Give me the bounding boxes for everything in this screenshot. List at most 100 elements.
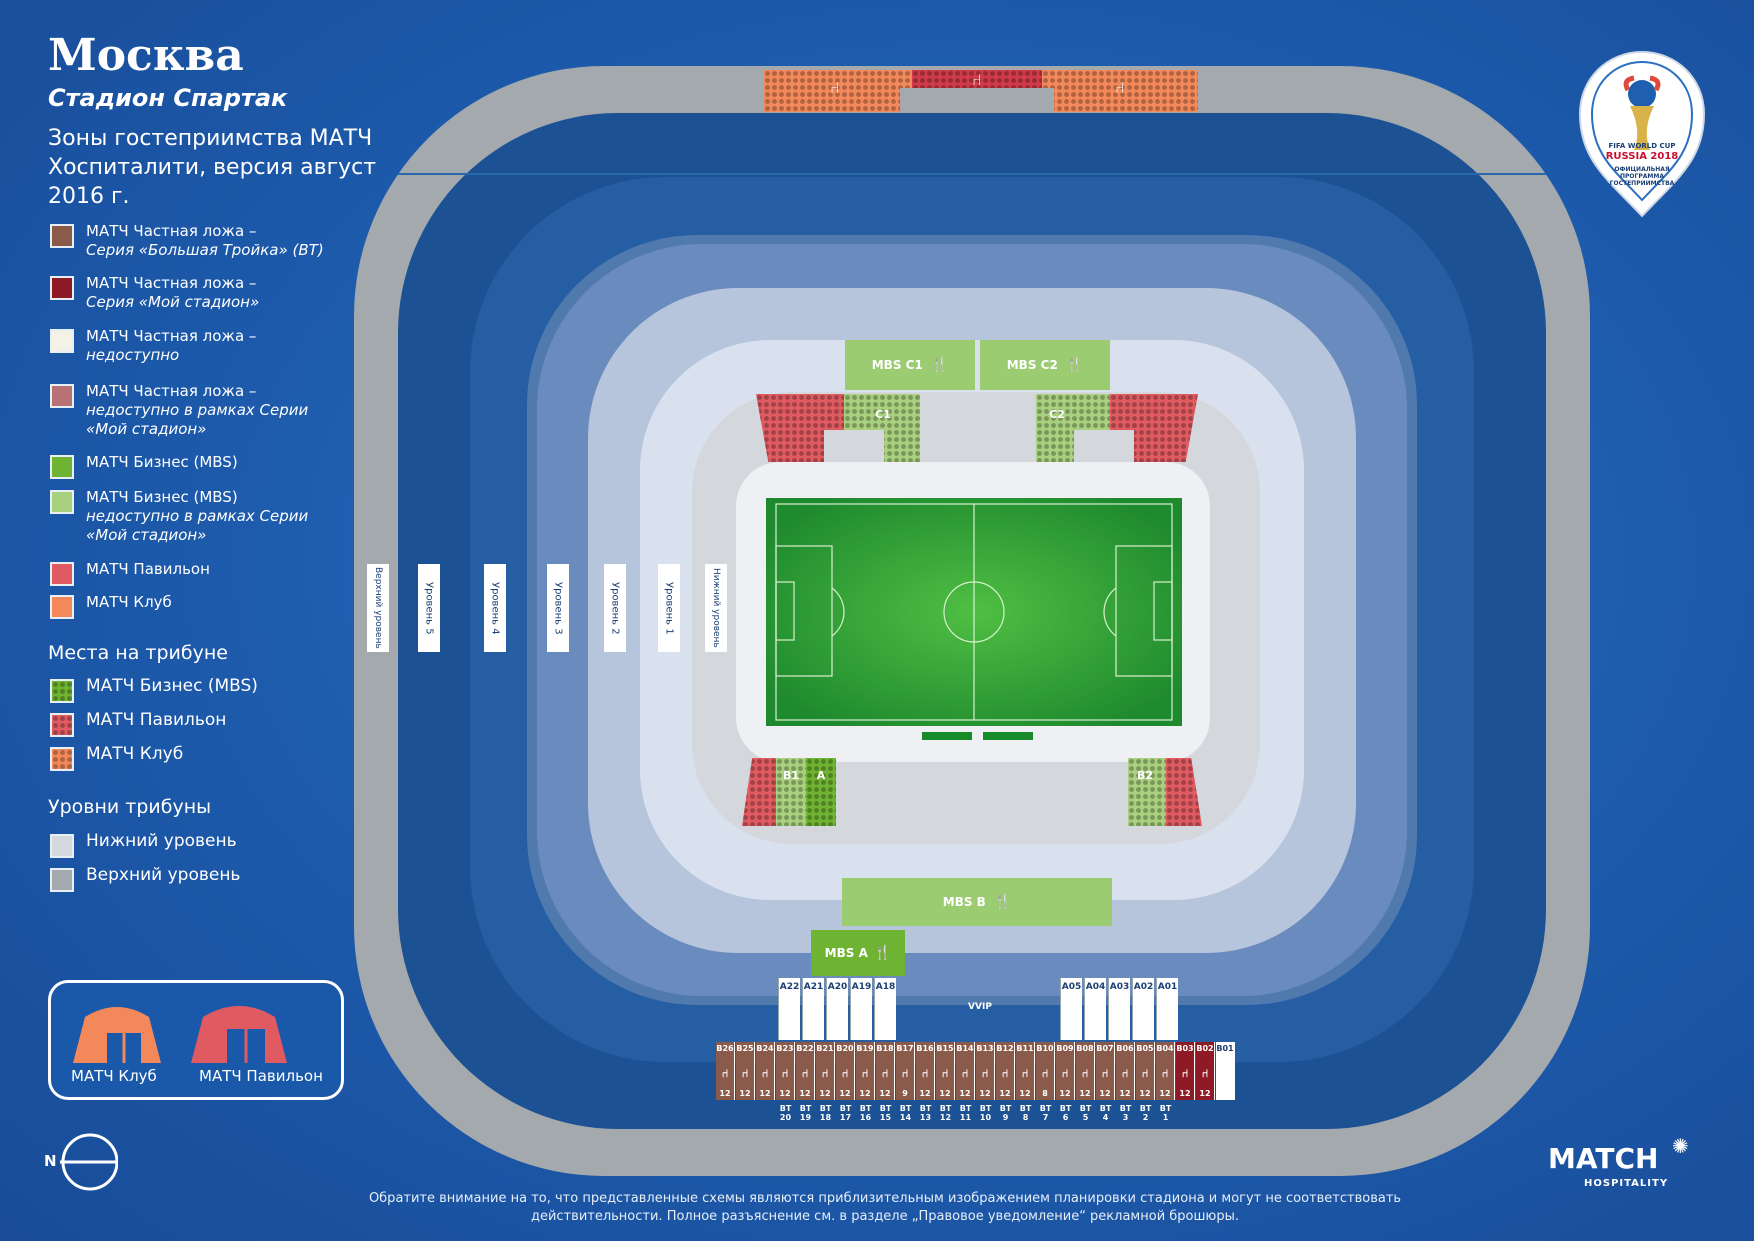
suite-a02[interactable]: A02 [1132, 978, 1154, 1040]
bt-number: 8 [1022, 1113, 1029, 1122]
suite-number: B13 [976, 1044, 994, 1053]
suite-b23[interactable]: B23⑁12 [776, 1042, 795, 1100]
club-block-north-right[interactable] [1042, 70, 1198, 112]
suite-b09[interactable]: B09⑁12 [1056, 1042, 1075, 1100]
zone-b1-label: B1 [782, 768, 800, 782]
suite-b18[interactable]: B18⑁12 [876, 1042, 895, 1100]
suite-number: B12 [996, 1044, 1014, 1053]
suite-icon: ⑁ [781, 1067, 789, 1080]
legend-sublabel: недоступно [86, 346, 180, 364]
suite-b01[interactable]: B01 [1216, 1042, 1235, 1100]
zones-title: Зоны гостеприимства МАТЧ Хоспиталити, ве… [48, 126, 377, 209]
suite-icon: ⑁ [1041, 1067, 1049, 1080]
suite-number: B23 [776, 1044, 794, 1053]
suite-a21[interactable]: A21 [802, 978, 824, 1040]
suite-a05[interactable]: A05 [1060, 978, 1082, 1040]
bt-number: 15 [879, 1113, 892, 1122]
level-label-lower: Нижний уровень [705, 564, 727, 652]
suite-b22[interactable]: B22⑁12 [796, 1042, 815, 1100]
mbs-a-zone[interactable]: MBS A 🍴 [811, 930, 905, 976]
suite-number: B09 [1056, 1044, 1074, 1053]
suite-capacity: 12 [1059, 1089, 1071, 1098]
suite-b25[interactable]: B25⑁12 [736, 1042, 755, 1100]
suite-capacity: 12 [939, 1089, 951, 1098]
seat-swatch [50, 747, 74, 771]
suite-a22[interactable]: A22 [778, 978, 800, 1040]
bt-number: 6 [1062, 1113, 1069, 1122]
suite-a03[interactable]: A03 [1108, 978, 1130, 1040]
bt-prefix: BT [919, 1104, 932, 1113]
bt-number: 20 [779, 1113, 792, 1122]
bt-prefix: BT [799, 1104, 812, 1113]
bt-number: 10 [979, 1113, 992, 1122]
suite-icon: ⑁ [841, 1067, 849, 1080]
suite-b24[interactable]: B24⑁12 [756, 1042, 775, 1100]
suite-b07[interactable]: B07⑁12 [1096, 1042, 1115, 1100]
suite-capacity: 12 [1139, 1089, 1151, 1098]
suite-b05[interactable]: B05⑁12 [1136, 1042, 1155, 1100]
legend-item-unavailable: МАТЧ Частная ложа –недоступно [50, 327, 256, 365]
suite-a01[interactable]: A01 [1156, 978, 1178, 1040]
zone-c1-label: C1 [875, 407, 891, 421]
suite-a18[interactable]: A18 [874, 978, 896, 1040]
suite-b21[interactable]: B21⑁12 [816, 1042, 835, 1100]
suite-b10[interactable]: B10⑁8 [1036, 1042, 1055, 1100]
zone-a-label: A [816, 768, 826, 782]
mbs-seats-b1[interactable] [776, 758, 806, 826]
mbs-b-zone[interactable]: MBS B 🍴 [842, 878, 1112, 926]
suite-capacity: 8 [1042, 1089, 1048, 1098]
suite-b26[interactable]: B26⑁12 [716, 1042, 735, 1100]
suite-a04[interactable]: A04 [1084, 978, 1106, 1040]
suite-b19[interactable]: B19⑁12 [856, 1042, 875, 1100]
suite-capacity: 12 [819, 1089, 831, 1098]
bt-prefix: BT [1059, 1104, 1072, 1113]
suite-b15[interactable]: B15⑁12 [936, 1042, 955, 1100]
suite-b12[interactable]: B12⑁12 [996, 1042, 1015, 1100]
fifa-line-2: RUSSIA 2018 [1605, 151, 1679, 162]
suite-b13[interactable]: B13⑁12 [976, 1042, 995, 1100]
suite-number: B05 [1136, 1044, 1154, 1053]
legend-swatch [50, 455, 74, 479]
pavilion-seats-nw[interactable] [756, 394, 844, 462]
match-logo-sub: HOSPITALITY [1584, 1178, 1669, 1189]
suite-b11[interactable]: B11⑁12 [1016, 1042, 1035, 1100]
legend-label: МАТЧ Бизнес (MBS) [86, 488, 238, 506]
legend-swatch [50, 562, 74, 586]
suite-a20[interactable]: A20 [826, 978, 848, 1040]
mbs-c1-zone[interactable]: MBS C1 🍴 [845, 340, 975, 390]
suite-b06[interactable]: B06⑁12 [1116, 1042, 1135, 1100]
suite-capacity: 12 [1159, 1089, 1171, 1098]
suite-b02[interactable]: B02⑁12 [1196, 1042, 1215, 1100]
level-item-lower: Нижний уровень [50, 832, 237, 858]
suite-icon: ⑁ [1161, 1067, 1169, 1080]
suite-capacity: 12 [879, 1089, 891, 1098]
gap-nw [824, 430, 884, 462]
pavilion-block-north[interactable] [912, 70, 1042, 88]
legend-swatch [50, 276, 74, 300]
suite-b04[interactable]: B04⑁12 [1156, 1042, 1175, 1100]
suite-b03[interactable]: B03⑁12 [1176, 1042, 1195, 1100]
gap-ne [1074, 430, 1134, 462]
suite-b14[interactable]: B14⑁12 [956, 1042, 975, 1100]
suite-icon: ⑁ [721, 1067, 729, 1080]
suite-a19[interactable]: A19 [850, 978, 872, 1040]
suite-b20[interactable]: B20⑁12 [836, 1042, 855, 1100]
suite-b08[interactable]: B08⑁12 [1076, 1042, 1095, 1100]
legend-item-bt: МАТЧ Частная ложа –Серия «Большая Тройка… [50, 222, 324, 260]
suite-b17[interactable]: B17⑁9 [896, 1042, 915, 1100]
zone-b2-label: B2 [1136, 768, 1154, 782]
suite-b16[interactable]: B16⑁12 [916, 1042, 935, 1100]
mbs-seats-a[interactable] [806, 758, 836, 826]
suite-capacity: 12 [1179, 1089, 1191, 1098]
mbs-seats-b2[interactable] [1128, 758, 1166, 826]
club-block-north-left[interactable] [764, 70, 912, 112]
vvip-box[interactable]: VVIP [968, 1002, 992, 1012]
mbs-c2-zone[interactable]: MBS C2 🍴 [980, 340, 1110, 390]
